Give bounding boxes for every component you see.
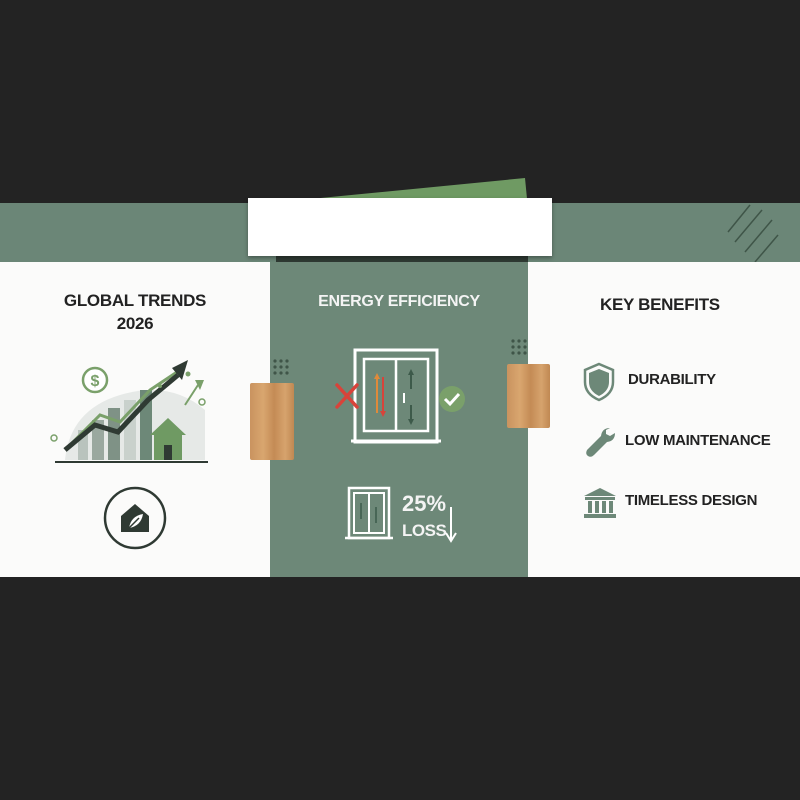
benefit-timeless-design: TIMELESS DESIGN bbox=[625, 492, 758, 509]
dots-decoration bbox=[273, 359, 289, 375]
title-banner bbox=[248, 198, 552, 256]
wood-sample bbox=[507, 364, 550, 428]
small-window-icon bbox=[345, 486, 393, 540]
energy-efficiency-panel bbox=[270, 262, 528, 577]
shield-icon bbox=[583, 362, 615, 402]
global-trends-title-line1: GLOBAL TRENDS bbox=[63, 291, 207, 310]
dollar-coin-icon: $ bbox=[81, 366, 109, 394]
down-arrow-icon bbox=[445, 507, 457, 543]
loss-label: LOSS bbox=[402, 521, 447, 540]
global-trends-title: GLOBAL TRENDS 2026 bbox=[50, 289, 220, 335]
svg-text:$: $ bbox=[91, 373, 100, 390]
key-benefits-title: KEY BENEFITS bbox=[600, 295, 720, 314]
eco-home-icon bbox=[103, 486, 167, 550]
benefit-low-maintenance: LOW MAINTENANCE bbox=[625, 432, 771, 449]
key-benefits-panel bbox=[528, 262, 800, 577]
check-circle-icon bbox=[439, 386, 465, 412]
energy-efficiency-title: ENERGY EFFICIENCY bbox=[318, 293, 480, 310]
growth-chart-icon bbox=[50, 360, 208, 463]
classical-building-icon bbox=[584, 488, 616, 518]
benefit-durability: DURABILITY bbox=[628, 371, 716, 388]
x-mark-icon bbox=[335, 383, 359, 409]
loss-percentage: 25% bbox=[402, 491, 447, 516]
wood-sample bbox=[250, 383, 294, 460]
window-efficiency-icon bbox=[335, 348, 465, 444]
global-trends-title-line2: 2026 bbox=[116, 314, 154, 333]
dots-decoration bbox=[511, 339, 527, 355]
wrench-icon bbox=[586, 428, 615, 457]
